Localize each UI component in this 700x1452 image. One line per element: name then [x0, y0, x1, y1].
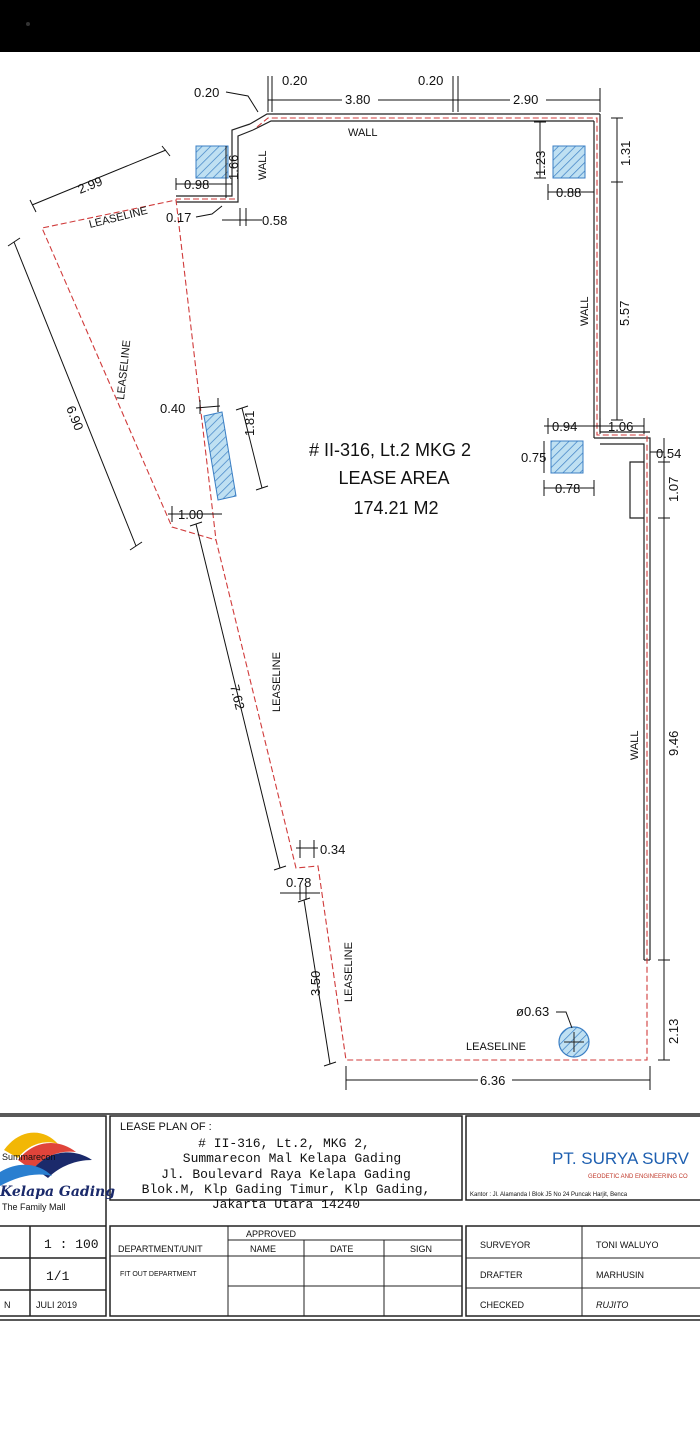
dimension-lines: [7, 76, 670, 1090]
dim-7-62: 7.62: [227, 683, 248, 711]
boundary-labels: WALL WALL WALL WALL LEASELINE LEASELINE …: [88, 127, 641, 1053]
dim-0-17: 0.17: [166, 210, 191, 225]
project-line-2: Summarecon Mal Kelapa Gading: [183, 1151, 401, 1166]
dim-3-80: 3.80: [345, 92, 370, 107]
dim-0-75: 0.75: [521, 450, 546, 465]
dim-1-00: 1.00: [178, 507, 203, 522]
lease-plan-of-label: LEASE PLAN OF :: [120, 1121, 212, 1133]
dim-0-98: 0.98: [184, 177, 209, 192]
dim-1-31: 1.31: [618, 141, 633, 166]
dim-1-23: 1.23: [533, 151, 548, 176]
header-date: DATE: [330, 1244, 353, 1254]
title-block: [0, 1113, 700, 1321]
header-name: NAME: [250, 1244, 276, 1254]
role-drafter: DRAFTER: [480, 1270, 523, 1280]
status-bar: [0, 0, 700, 52]
dim-circle-0-63: ø0.63: [516, 1004, 549, 1019]
dim-0-54: 0.54: [656, 446, 681, 461]
dim-2-13: 2.13: [666, 1019, 681, 1044]
column-hatch-top-right: [552, 145, 586, 179]
logo-script: Kelapa Gading: [0, 1184, 115, 1200]
approved-heading: APPROVED: [246, 1229, 297, 1239]
dim-1-06: 1.06: [608, 419, 633, 434]
scale-sheet-date: 1 : 100 1/1 N JULI 2019: [4, 1237, 99, 1310]
company-name: PT. SURYA SURV: [552, 1149, 690, 1168]
dim-0-78-left: 0.78: [286, 875, 311, 890]
dim-1-07: 1.07: [666, 477, 681, 502]
logo-brand-top: Summarecon: [2, 1152, 56, 1162]
dim-6-36: 6.36: [480, 1073, 505, 1088]
dim-0-20-top: 0.20: [282, 73, 307, 88]
dim-2-99: 2.99: [76, 173, 105, 196]
leaseline-boundary: [41, 117, 648, 1061]
dim-0-20-mid: 0.20: [418, 73, 443, 88]
company-subtitle: GEODETIC AND ENGINEERING CO: [588, 1174, 688, 1180]
column-hatch-mid-right: [550, 440, 584, 474]
date-value: JULI 2019: [36, 1300, 77, 1310]
dim-1-66-text: 1.66: [226, 155, 241, 180]
department-value: FIT OUT DEPARTMENT: [120, 1271, 197, 1278]
lease-area-label: # II-316, Lt.2 MKG 2 LEASE AREA 174.21 M…: [309, 440, 471, 518]
lease-area-value: 174.21 M2: [353, 498, 438, 518]
company-info: PT. SURYA SURV GEODETIC AND ENGINEERING …: [470, 1149, 690, 1198]
wall-label-top: WALL: [348, 127, 378, 139]
unit-number: # II-316, Lt.2 MKG 2: [309, 440, 471, 460]
column-hatch-top-left: [195, 145, 229, 179]
dim-2-90: 2.90: [513, 92, 538, 107]
dim-6-90: 6.90: [63, 404, 86, 433]
camera-dot: [26, 22, 30, 26]
wall-label-right-upper: WALL: [579, 296, 591, 326]
wall-label-top-left: WALL: [257, 150, 269, 180]
dim-0-88: 0.88: [556, 185, 581, 200]
scale-value: 1 : 100: [44, 1237, 99, 1252]
leaseline-label-mid: LEASELINE: [271, 652, 283, 712]
summarecon-logo: Summarecon Kelapa Gading The Family Mall: [0, 1132, 115, 1212]
dimension-labels: 0.20 0.20 0.20 3.80 2.90 1.66 0.98 2.99 …: [63, 73, 681, 1088]
project-info: LEASE PLAN OF : # II-316, Lt.2, MKG 2, S…: [120, 1121, 430, 1212]
wall-outline: [176, 113, 651, 961]
role-checked: CHECKED: [480, 1300, 525, 1310]
header-department: DEPARTMENT/UNIT: [118, 1244, 203, 1254]
dim-0-34: 0.34: [320, 842, 345, 857]
dim-9-46: 9.46: [666, 731, 681, 756]
name-checked: RUJITO: [596, 1300, 628, 1310]
dim-0-40: 0.40: [160, 401, 185, 416]
dim-0-58: 0.58: [262, 213, 287, 228]
header-sign: SIGN: [410, 1244, 432, 1254]
project-line-1: # II-316, Lt.2, MKG 2,: [198, 1136, 370, 1151]
approval-table: APPROVED DEPARTMENT/UNIT NAME DATE SIGN …: [118, 1229, 432, 1278]
column-hatch-mid-left: [203, 411, 237, 501]
project-line-5: Jakarta Utara 14240: [212, 1197, 360, 1212]
project-line-4: Blok.M, Klp Gading Timur, Klp Gading,: [142, 1182, 431, 1197]
name-drafter: MARHUSIN: [596, 1270, 644, 1280]
leaseline-label-bottom: LEASELINE: [466, 1041, 526, 1053]
project-line-3: Jl. Boulevard Raya Kelapa Gading: [161, 1167, 411, 1182]
leaseline-label-left: LEASELINE: [115, 339, 133, 400]
wall-label-right-lower: WALL: [629, 730, 641, 760]
leaseline-label-top: LEASELINE: [88, 205, 149, 231]
company-address: Kantor : Jl. Alamanda I Blok J5 No 24 Pu…: [470, 1192, 628, 1198]
name-surveyor: TONI WALUYO: [596, 1240, 659, 1250]
dim-0-20-left: 0.20: [194, 85, 219, 100]
dim-0-94: 0.94: [552, 419, 577, 434]
leaseline-label-bottom-left: LEASELINE: [343, 942, 355, 1002]
circle-column: [558, 1026, 590, 1058]
dim-3-50: 3.50: [308, 971, 323, 996]
dim-5-57: 5.57: [617, 301, 632, 326]
logo-tagline: The Family Mall: [2, 1202, 66, 1212]
lease-area-heading: LEASE AREA: [338, 468, 449, 488]
dim-0-78-right: 0.78: [555, 481, 580, 496]
role-surveyor: SURVEYOR: [480, 1240, 531, 1250]
signoff-table: SURVEYOR TONI WALUYO DRAFTER MARHUSIN CH…: [480, 1240, 659, 1310]
date-label-cut: N: [4, 1300, 11, 1310]
dim-1-81: 1.81: [242, 411, 257, 436]
sheet-value: 1/1: [46, 1269, 70, 1284]
